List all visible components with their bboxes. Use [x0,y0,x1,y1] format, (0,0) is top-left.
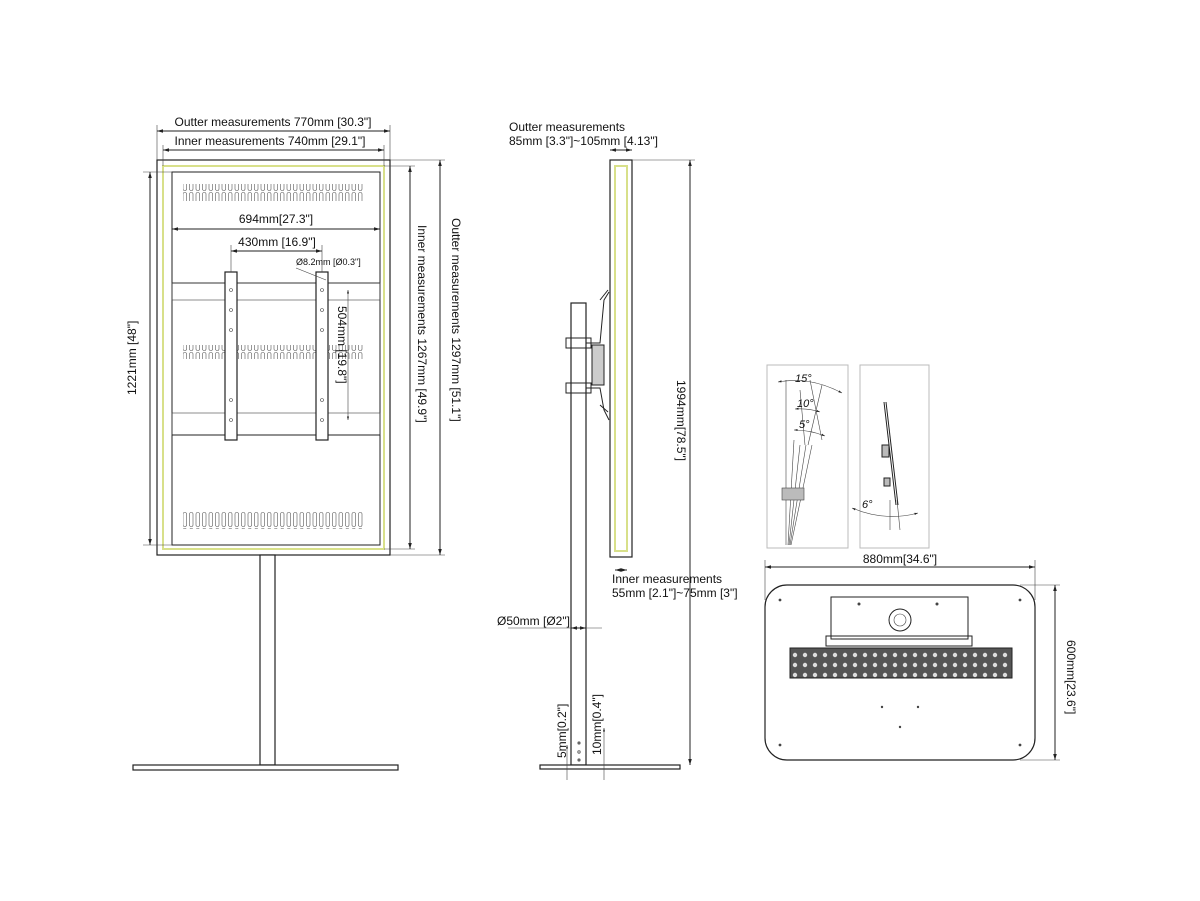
vesa-bracket-left [224,271,238,441]
base-width-label: 880mm[34.6"] [863,552,937,566]
outer-depth-label-1: Outter measurements [509,120,625,134]
tilt-view-front: 15° 10° 5° [766,364,849,549]
base-thickness-a-label: 5mm[0.2"] [555,704,569,758]
top-vent [183,184,363,201]
inner-height-label: Inner measurements 1267mm [49.9"] [415,225,429,423]
side-bracket [565,289,610,421]
hole-diameter-label: Ø8.2mm [Ø0.3"] [296,257,361,267]
front-view: Outter measurements 770mm [30.3"] Inner … [125,115,463,771]
side-tilt-angle: 6° [862,499,873,511]
mount-plate [830,596,969,640]
vesa-bracket-right [315,271,329,441]
front-pole [259,554,276,766]
base-depth-label: 600mm[23.6"] [1064,640,1078,714]
outer-height-label: Outter measurements 1297mm [51.1"] [449,218,463,422]
bottom-vent [183,512,363,529]
base-thickness-b-label: 10mm[0.4"] [590,694,604,755]
tilt-angle-15: 15° [795,373,812,385]
vesa-width-label: 430mm [16.9"] [238,235,316,249]
outer-width-label: Outter measurements 770mm [30.3"] [174,115,371,129]
side-view: Outter measurements 85mm [3.3"]~105mm [4… [497,120,738,780]
pole-diameter-label: Ø50mm [Ø2"] [497,614,570,628]
upper-rail [171,282,381,301]
tilt-view-side: 6° [851,364,930,549]
side-pole [570,302,587,766]
inner-width-label: Inner measurements 740mm [29.1"] [174,134,365,148]
tilt-angle-5: 5° [799,419,810,431]
pole-clamp [888,608,912,632]
screen-height-label: 1221mm [48"] [125,321,139,395]
inner-frame-outline [162,165,385,550]
inner-depth-label-1: Inner measurements [612,572,722,586]
screen-area [171,171,381,546]
front-base [132,764,399,771]
side-base [539,764,681,770]
perforated-bracket [789,647,1013,679]
side-frame [609,159,633,558]
inner-depth-label-2: 55mm [2.1"]~75mm [3"] [612,586,738,600]
outer-depth-label-2: 85mm [3.3"]~105mm [4.13"] [509,134,658,148]
screen-width-label: 694mm[27.3"] [239,212,313,226]
base-plate-view: 880mm[34.6"] 600mm[23.6"] [764,552,1078,761]
total-height-label: 1994mm[78.5"] [674,380,688,461]
vesa-height-label: 504mm [19.8"] [335,306,349,384]
tilt-angle-10: 10° [797,398,814,410]
